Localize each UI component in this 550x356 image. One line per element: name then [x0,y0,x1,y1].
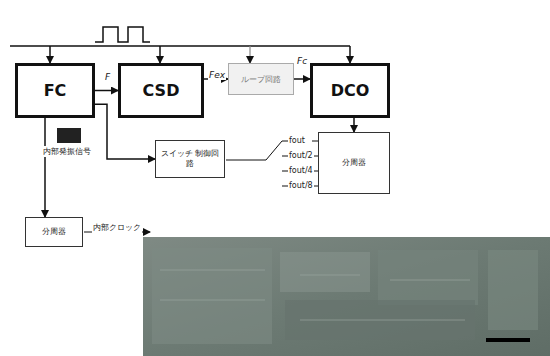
clock-wire [159,46,161,63]
box-label: 分周器 [42,227,66,237]
clock-waveform [95,27,150,42]
process-box: CSD [118,63,204,118]
chip-region [152,248,272,344]
switch-wire [282,141,288,186]
signal-label: fout [288,136,306,145]
chip-region [280,252,370,292]
signal-connector [353,118,355,132]
chip-photo [143,237,550,356]
switch-wire [226,141,282,160]
signal-label: Fc [296,56,308,66]
scale-bar [486,338,530,342]
signal-label: fout/4 [288,166,314,175]
control-box: スイッチ 制御回路 [155,140,225,178]
signal-label: F [104,72,111,82]
chip-region [378,250,478,305]
signal-label: fout/8 [288,181,314,190]
divider-box: 分周器 [25,217,83,247]
box-label: FC [44,81,67,100]
clock-wire [49,46,51,63]
process-box: FC [15,63,95,118]
signal-label: Fex [208,70,226,80]
box-label: ループ回路 [241,74,281,85]
clock-wire [349,46,351,63]
signal-connector [294,78,310,80]
box-label: CSD [143,81,180,100]
signal-connector [95,90,118,92]
box-label: スイッチ 制御回路 [160,149,220,169]
chip-region [488,250,538,330]
box-label: DCO [331,81,370,100]
process-box: DCO [310,63,390,118]
clock-wire [10,45,350,47]
signal-label: 内部クロック [92,222,142,233]
oscillator-block [57,128,81,143]
signal-label: 内部発振信号 [42,146,92,157]
box-label: 分周器 [342,158,366,168]
clock-wire [249,46,250,63]
divider-box: 分周器 [318,132,390,194]
loop-box: ループ回路 [228,63,294,95]
signal-label: fout/2 [288,151,314,160]
signal-connector [44,118,46,217]
chip-wiring [160,270,470,320]
